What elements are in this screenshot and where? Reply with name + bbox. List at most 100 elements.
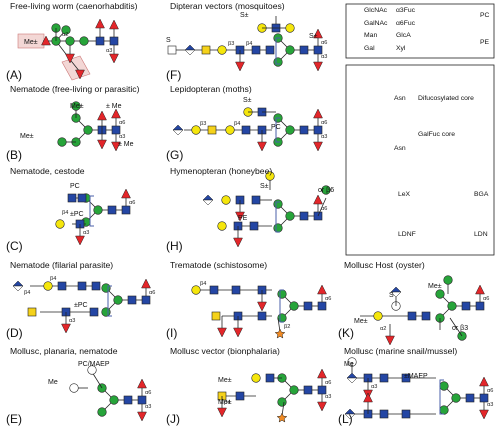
glcnac-square	[407, 311, 417, 321]
antenna-bracket	[279, 289, 284, 323]
xylose-star	[276, 412, 288, 423]
glca-diamond	[390, 291, 402, 298]
glcnac-square	[317, 385, 327, 395]
label-s-f-top: S±	[240, 12, 249, 19]
mannose-circle	[277, 289, 287, 299]
mannose-circle	[439, 381, 449, 391]
linkage-label: β4	[224, 400, 230, 406]
fucose-triangle	[475, 284, 485, 295]
glcnac-square	[67, 193, 77, 203]
label-s-f: S	[166, 37, 171, 44]
galnac-square	[201, 45, 211, 55]
linkage-label: α3	[83, 230, 89, 236]
mannose-circle	[71, 101, 81, 111]
motif-bga-label: BGA	[474, 191, 489, 198]
linkage-label: α6	[321, 206, 327, 212]
linkage-label: β3	[200, 121, 206, 127]
fucose-triangle	[317, 284, 327, 295]
label-pmpc-d: ±PC	[74, 302, 88, 309]
glca-diamond	[172, 129, 184, 136]
linkage-label: β4	[234, 121, 240, 127]
legend-glcnac-label: GlcNAc	[364, 7, 388, 14]
linkage-label: β4	[50, 276, 56, 282]
panel-letter-i: (I)	[166, 326, 177, 340]
glca-diamond	[184, 44, 196, 51]
panel-title-l: Mollusc (marine snail/mussel)	[344, 346, 457, 356]
glcnac-square	[127, 295, 137, 305]
fucose-triangle	[111, 108, 121, 119]
mannose-circle	[101, 283, 111, 293]
highlight-box	[61, 55, 91, 81]
glcnac-square	[479, 393, 489, 403]
linkage-label: α3	[145, 404, 151, 410]
antenna-bracket	[107, 285, 112, 317]
glcnac-square	[251, 195, 261, 205]
label-s-g-top: S±	[243, 97, 252, 104]
panel-title-c: Nematode, cestode	[10, 166, 85, 176]
fucose-triangle	[141, 278, 151, 289]
glcnac-square	[249, 221, 259, 231]
linkage-label: β4	[62, 210, 68, 216]
legend-pe-label: PE	[480, 39, 490, 46]
glcnac-square	[461, 301, 471, 311]
fucose-triangle	[61, 323, 71, 334]
label-me-e: Me	[48, 379, 58, 386]
mannose-circle	[273, 199, 283, 209]
panel-letter-f: (F)	[166, 68, 181, 82]
galnac-square	[27, 307, 37, 317]
panel-letter-b: (B)	[6, 148, 22, 162]
label-me-a: Me±	[24, 39, 38, 46]
mannose-circle	[57, 137, 67, 147]
panel-title-j: Mollusc vector (bionphalaria)	[170, 346, 280, 356]
fucose-triangle	[75, 69, 85, 80]
glcnac-square	[77, 281, 87, 291]
mannose-circle	[97, 407, 107, 417]
mannose-circle	[285, 45, 295, 55]
fucose-triangle	[233, 237, 243, 248]
glca-diamond	[184, 49, 196, 56]
panel-title-i: Trematode (schistosome)	[170, 260, 267, 270]
mannose-circle	[321, 185, 331, 195]
fucose-triangle	[313, 61, 323, 72]
fucose-triangle	[121, 188, 131, 199]
label-me-b-right: ± Me	[106, 103, 122, 110]
panel-letter-a: (A)	[6, 68, 22, 82]
mannose-circle	[83, 125, 93, 135]
galnac-square	[207, 125, 217, 135]
glcnac-square	[317, 301, 327, 311]
fucose-triangle	[313, 141, 323, 152]
panel-title-k: Mollusc Host (oyster)	[344, 260, 425, 270]
label-orb3-k: or β3	[452, 325, 468, 332]
fucose-triangle	[257, 141, 267, 152]
glcnac-square	[231, 285, 241, 295]
panel-letter-g: (G)	[166, 148, 183, 162]
glcnac-square	[95, 36, 105, 46]
label-me-k-left: Me±	[354, 318, 368, 325]
panel-letter-c: (C)	[6, 239, 23, 253]
fucose-triangle	[385, 335, 395, 346]
glcnac-square	[379, 409, 389, 419]
glcnac-square	[251, 45, 261, 55]
glcnac-square	[107, 205, 117, 215]
panel-letter-h: (H)	[166, 239, 183, 253]
glcnac-square	[475, 301, 485, 311]
legend-galnac-label: GalNAc	[364, 20, 388, 27]
label-pmpc-c: ±PC	[70, 211, 84, 218]
linkage-label: α6	[321, 40, 327, 46]
glcnac-square	[141, 295, 151, 305]
label-pe-h: PE	[238, 215, 248, 222]
linkage-label: α6	[483, 296, 489, 302]
mannose-circle	[101, 307, 111, 317]
mannose-circle	[285, 211, 295, 221]
fucose-triangle	[111, 141, 121, 152]
label-s-h-top: S±	[260, 183, 269, 190]
antenna-bracket	[275, 201, 280, 233]
legend-box-monosaccharides	[345, 3, 495, 59]
linkage-label: α2	[380, 326, 386, 332]
mannose-circle	[273, 223, 283, 233]
glcnac-square	[137, 395, 147, 405]
glcnac-square	[265, 45, 275, 55]
mannose-circle	[93, 205, 103, 215]
glcnac-square	[77, 193, 87, 203]
mannose-circle	[277, 397, 287, 407]
